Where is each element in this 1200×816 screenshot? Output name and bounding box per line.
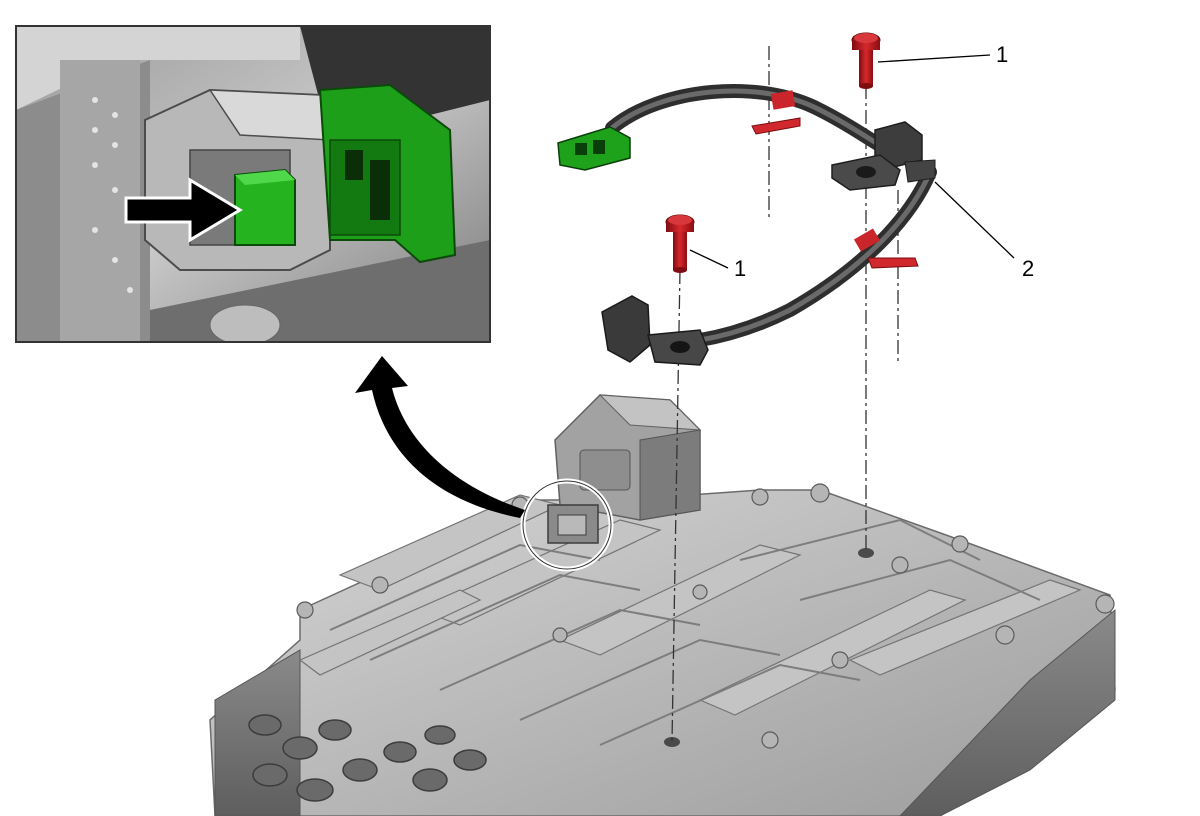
valve-body bbox=[209, 394, 1116, 816]
wiring-harness bbox=[557, 84, 937, 366]
harness-sensor-lower bbox=[601, 295, 709, 366]
harness-mount-holes bbox=[664, 548, 874, 747]
callout-leaders bbox=[689, 54, 1015, 269]
solenoid-housing bbox=[554, 394, 702, 521]
harness-cable-upper bbox=[605, 84, 892, 155]
callout-label-bolt-lower: 1 bbox=[734, 256, 746, 281]
bolt-lower bbox=[665, 214, 695, 273]
detail-inset bbox=[15, 25, 491, 343]
harness-sensor-upper bbox=[831, 121, 936, 191]
inset-green-connector bbox=[234, 83, 457, 264]
valve-body-bores bbox=[248, 714, 487, 802]
harness-clip-lower bbox=[853, 228, 919, 269]
valve-body-right-face bbox=[899, 608, 1116, 816]
right-arrow-icon bbox=[124, 177, 243, 243]
callout-label-bolt-upper: 1 bbox=[996, 42, 1008, 67]
callout-label-wiring-harness: 2 bbox=[1022, 256, 1034, 281]
valve-body-connector bbox=[547, 504, 599, 544]
harness-clip-upper bbox=[751, 90, 801, 135]
bolt-upper bbox=[851, 32, 881, 89]
inset-frame bbox=[15, 25, 491, 343]
curved-arrow-icon bbox=[355, 356, 525, 518]
harness-green-connector bbox=[557, 126, 631, 171]
inset-locking-tab bbox=[234, 168, 296, 246]
